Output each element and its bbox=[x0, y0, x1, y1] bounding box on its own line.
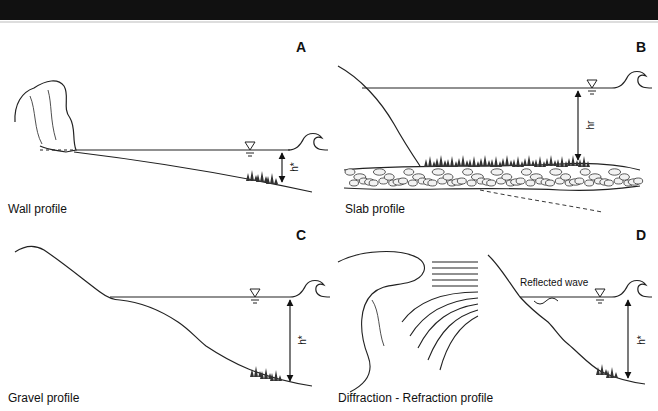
boulder bbox=[404, 169, 414, 175]
boulder bbox=[585, 180, 594, 186]
seagrass-tuft bbox=[567, 155, 579, 166]
seagrass-tuft bbox=[578, 156, 590, 167]
boulder bbox=[428, 180, 437, 186]
seagrass-tuft bbox=[490, 156, 502, 167]
panel-letter: A bbox=[296, 40, 306, 55]
panel-caption: Slab profile bbox=[345, 203, 405, 216]
seagrass-tuft bbox=[545, 155, 557, 166]
boulder bbox=[463, 169, 473, 175]
gravel-profile-figure bbox=[15, 246, 312, 386]
panel-letter: D bbox=[636, 228, 646, 243]
seagrass-tuft bbox=[501, 155, 513, 166]
panel-letter: B bbox=[636, 40, 646, 55]
boulder bbox=[467, 180, 476, 186]
boulder bbox=[521, 169, 531, 175]
boulder bbox=[399, 178, 408, 184]
depth-label: h* bbox=[297, 335, 308, 344]
boulder bbox=[373, 169, 385, 175]
wave-note: Reflected wave bbox=[520, 277, 588, 288]
slab-profile-figure bbox=[338, 66, 640, 212]
seagrass-tuft bbox=[479, 155, 491, 166]
boulder bbox=[408, 180, 417, 186]
seagrass-tuft bbox=[446, 156, 458, 167]
depth-label: h* bbox=[289, 162, 300, 171]
diffraction-profile-figure bbox=[488, 255, 645, 384]
boulder bbox=[561, 174, 571, 180]
seagrass-tuft bbox=[523, 155, 535, 166]
boulder bbox=[491, 169, 503, 175]
boulder bbox=[487, 180, 496, 186]
boulder bbox=[526, 180, 535, 186]
boulder bbox=[546, 180, 555, 186]
seagrass-tuft bbox=[457, 155, 469, 166]
seagrass-tuft bbox=[424, 156, 436, 167]
boulder bbox=[609, 169, 621, 175]
boulder bbox=[550, 169, 562, 175]
boulder bbox=[345, 169, 355, 175]
seagrass-tuft bbox=[435, 155, 447, 166]
boulder bbox=[369, 180, 378, 186]
boulder bbox=[443, 174, 453, 180]
seagrass-tuft bbox=[512, 156, 524, 167]
seagrass-tuft bbox=[534, 156, 546, 167]
boulder-layer bbox=[345, 169, 643, 186]
wall-profile-figure bbox=[15, 81, 312, 192]
header-rule bbox=[0, 22, 658, 23]
panel-letter: C bbox=[296, 228, 306, 243]
panel-caption: Gravel profile bbox=[8, 392, 79, 405]
header-bar bbox=[0, 0, 658, 20]
boulder bbox=[575, 178, 584, 184]
seagrass-tuft bbox=[468, 156, 480, 167]
seagrass bbox=[424, 155, 590, 167]
boulder bbox=[580, 169, 590, 175]
boulder bbox=[502, 174, 512, 180]
boulder bbox=[516, 178, 525, 184]
depth-label: h* bbox=[636, 335, 647, 344]
boulder bbox=[432, 169, 444, 175]
boulder bbox=[350, 180, 359, 186]
boulder bbox=[634, 178, 643, 184]
depth-label: hr bbox=[585, 121, 596, 130]
panel-caption: Diffraction - Refraction profile bbox=[338, 392, 493, 405]
boulder bbox=[384, 174, 394, 180]
boulder bbox=[604, 180, 613, 186]
panel-caption: Wall profile bbox=[8, 203, 67, 216]
diffraction-plan-figure bbox=[338, 252, 478, 392]
boulder bbox=[619, 174, 629, 180]
seagrass-tuft bbox=[556, 156, 568, 167]
boulder bbox=[457, 178, 466, 184]
